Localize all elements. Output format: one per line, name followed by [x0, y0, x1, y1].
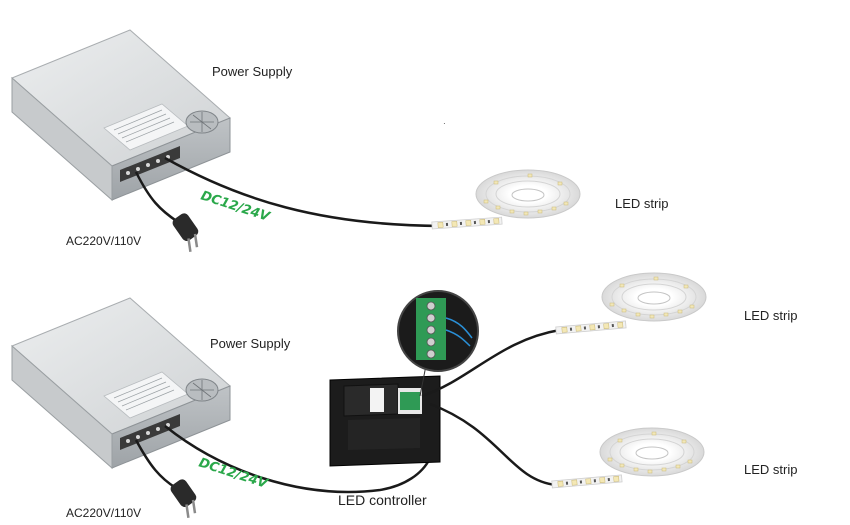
- power-supply-unit-icon: [11, 297, 231, 469]
- led-strip-label: LED strip: [744, 308, 797, 323]
- output-cable-1: [421, 328, 561, 398]
- ac-cable: [134, 171, 179, 224]
- led-strip-tail: [431, 216, 503, 230]
- ac-voltage-label: AC220V/110V: [66, 234, 141, 248]
- bottom-diagram: Power Supply AC220V/110V DC12/24V LED st…: [11, 272, 797, 520]
- ac-plug-icon: [169, 210, 204, 254]
- power-supply-label: Power Supply: [212, 64, 293, 79]
- terminal-zoom-inset-icon: [397, 290, 479, 397]
- ac-voltage-label: AC220V/110V: [66, 506, 141, 520]
- led-strip-label: LED strip: [615, 196, 668, 211]
- ac-plug-icon: [167, 476, 202, 520]
- led-strip-reel-icon: [599, 427, 705, 477]
- dc-voltage-label: DC12/24V: [197, 456, 270, 493]
- dc-cable: [164, 156, 441, 228]
- stray-mark: ·: [443, 119, 446, 128]
- led-strip-label: LED strip: [744, 462, 797, 477]
- power-supply-label: Power Supply: [210, 336, 291, 351]
- top-diagram: Power Supply AC220V/110V DC12/24V LED st…: [11, 29, 668, 254]
- led-controller-panel-icon: [329, 375, 441, 467]
- led-strip-reel-icon: [475, 169, 581, 219]
- dc-voltage-label: DC12/24V: [199, 189, 272, 226]
- led-controller-label: LED controller: [338, 492, 427, 508]
- ac-cable: [134, 439, 177, 490]
- led-strip-tail: [551, 474, 623, 489]
- led-strip-tail: [555, 320, 627, 335]
- led-strip-reel-icon: [601, 272, 707, 322]
- output-cable-2: [429, 402, 557, 487]
